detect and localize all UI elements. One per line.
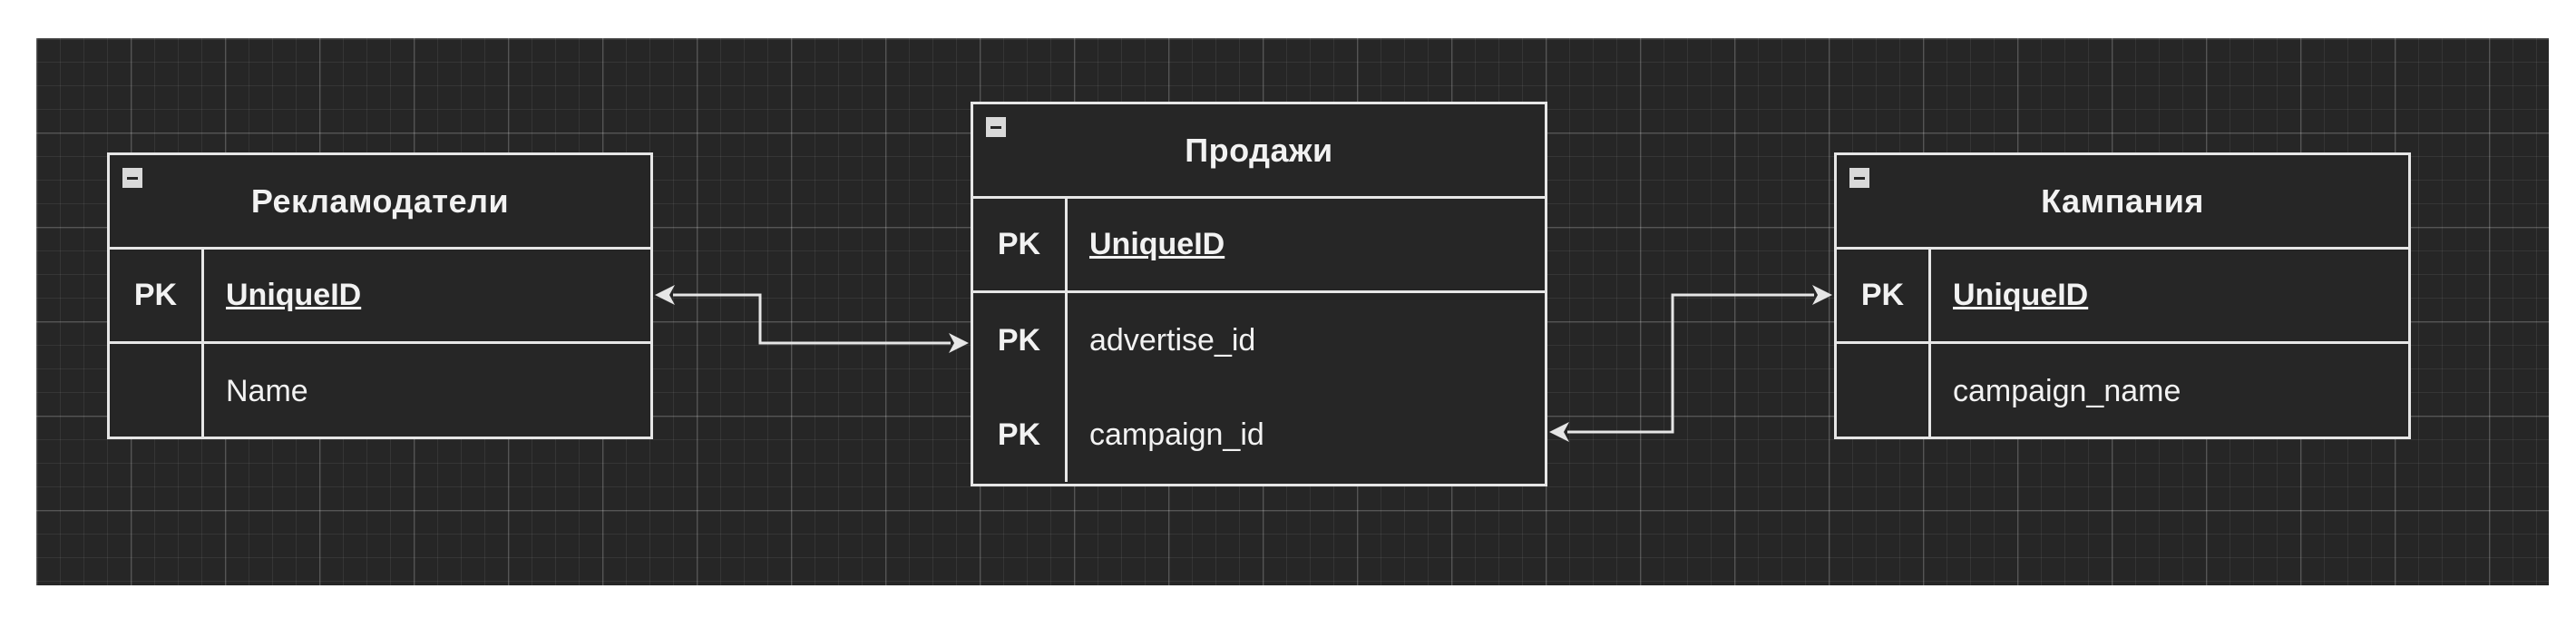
arrowhead-campaign: [1812, 285, 1832, 305]
minus-square-icon[interactable]: [122, 168, 142, 188]
minus-square-icon[interactable]: [1849, 168, 1869, 188]
key-cell: PK: [973, 199, 1068, 290]
entity-sales[interactable]: Продажи PK UniqueID PK advertise_id PK c…: [971, 102, 1547, 486]
field-name: campaign_id: [1089, 417, 1264, 452]
entity-advertisers[interactable]: Рекламодатели PK UniqueID Name: [107, 152, 653, 439]
field-name: UniqueID: [1089, 227, 1225, 261]
entity-sales-title: Продажи: [1185, 131, 1333, 169]
entity-sales-header[interactable]: Продажи: [973, 104, 1545, 199]
key-cell: PK: [110, 250, 204, 341]
arrowhead-sales-advertise: [949, 333, 969, 353]
entity-sales-row[interactable]: PK advertise_id: [973, 293, 1545, 388]
field-name: UniqueID: [226, 278, 362, 312]
entity-advertisers-row[interactable]: Name: [110, 344, 650, 438]
field-name: advertise_id: [1089, 322, 1256, 358]
entity-campaign-row[interactable]: campaign_name: [1837, 344, 2408, 438]
arrowhead-sales-campaign: [1549, 422, 1569, 442]
key-cell: [1837, 344, 1931, 438]
entity-campaign-row[interactable]: PK UniqueID: [1837, 250, 2408, 344]
arrowhead-advertisers: [655, 285, 675, 305]
field-name: Name: [226, 373, 308, 408]
entity-sales-row[interactable]: PK UniqueID: [973, 199, 1545, 293]
field-name: UniqueID: [1953, 278, 2089, 312]
connector-advertisers-sales[interactable]: [673, 293, 951, 345]
key-cell: PK: [973, 388, 1068, 482]
connector-sales-campaign[interactable]: [1567, 293, 1814, 434]
key-cell: PK: [973, 293, 1068, 388]
diagram-canvas[interactable]: Рекламодатели PK UniqueID Name Продажи P…: [36, 38, 2549, 585]
minus-square-icon[interactable]: [986, 117, 1006, 137]
entity-advertisers-title: Рекламодатели: [250, 182, 510, 220]
key-cell: PK: [1837, 250, 1931, 341]
entity-advertisers-header[interactable]: Рекламодатели: [110, 155, 650, 250]
entity-sales-row[interactable]: PK campaign_id: [973, 388, 1545, 482]
key-cell: [110, 344, 204, 438]
entity-campaign-header[interactable]: Кампания: [1837, 155, 2408, 250]
entity-advertisers-row[interactable]: PK UniqueID: [110, 250, 650, 344]
entity-campaign[interactable]: Кампания PK UniqueID campaign_name: [1834, 152, 2411, 439]
entity-campaign-title: Кампания: [2041, 182, 2204, 220]
field-name: campaign_name: [1953, 373, 2181, 408]
